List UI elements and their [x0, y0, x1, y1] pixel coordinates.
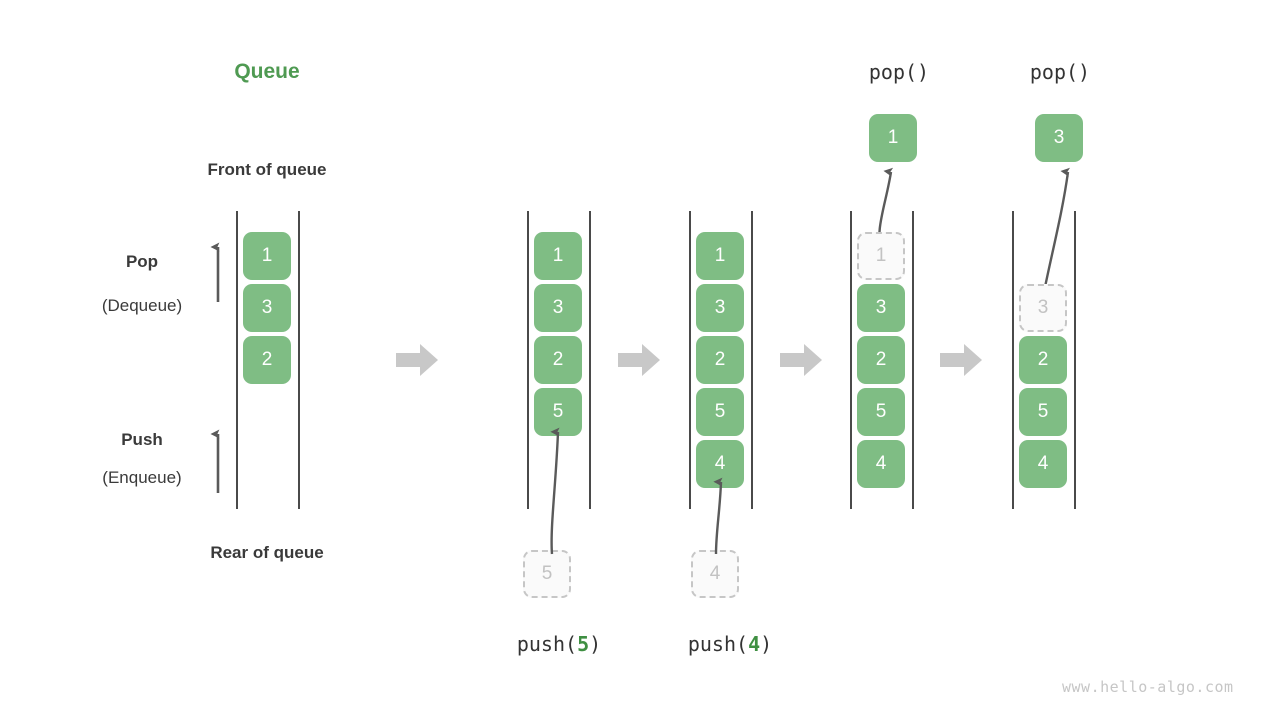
rail-left — [236, 211, 238, 509]
rail-right — [1074, 211, 1076, 509]
queue-item: 5 — [534, 388, 582, 436]
step-arrow-2 — [618, 344, 660, 376]
pop-direction-arrow — [210, 242, 220, 302]
caption-arg: 5 — [577, 632, 590, 656]
queue-item: 3 — [696, 284, 744, 332]
queue-item: 2 — [857, 336, 905, 384]
step-header-pop-3: pop() — [1029, 60, 1091, 84]
queue-item: 4 — [857, 440, 905, 488]
queue-item-removed: 3 — [1019, 284, 1067, 332]
rail-left — [1012, 211, 1014, 509]
queue-item: 2 — [243, 336, 291, 384]
step-caption-push-5: push(5) — [459, 632, 659, 656]
front-of-queue-label: Front of queue — [207, 160, 327, 179]
popped-element: 3 — [1035, 114, 1083, 162]
rail-right — [751, 211, 753, 509]
queue-item: 4 — [1019, 440, 1067, 488]
popped-element: 1 — [869, 114, 917, 162]
caption-arg: 4 — [748, 632, 761, 656]
queue-item: 3 — [243, 284, 291, 332]
queue-item: 3 — [534, 284, 582, 332]
push-label: Push — [121, 430, 163, 449]
push-flow-arrow — [713, 477, 723, 555]
rail-right — [589, 211, 591, 509]
queue-item: 2 — [1019, 336, 1067, 384]
incoming-element: 4 — [691, 550, 739, 598]
step-caption-push-4: push(4) — [630, 632, 830, 656]
step-arrow-4 — [940, 344, 982, 376]
rail-left — [689, 211, 691, 509]
queue-item: 1 — [243, 232, 291, 280]
step-arrow-3 — [780, 344, 822, 376]
queue-item: 5 — [857, 388, 905, 436]
push-sublabel: (Enqueue) — [102, 468, 182, 487]
incoming-element: 5 — [523, 550, 571, 598]
rail-right — [912, 211, 914, 509]
caption-prefix: push( — [516, 632, 578, 656]
queue-item: 5 — [1019, 388, 1067, 436]
step-arrow-1 — [396, 344, 438, 376]
rail-right — [298, 211, 300, 509]
caption-suffix: ) — [589, 632, 602, 656]
queue-item: 5 — [696, 388, 744, 436]
queue-item-removed: 1 — [857, 232, 905, 280]
step-header-pop-1: pop() — [868, 60, 930, 84]
rail-left — [850, 211, 852, 509]
push-flow-arrow — [550, 427, 560, 555]
rail-left — [527, 211, 529, 509]
queue-item: 2 — [696, 336, 744, 384]
page-title: Queue — [234, 60, 300, 83]
watermark: www.hello-algo.com — [1062, 678, 1234, 696]
rear-of-queue-label: Rear of queue — [210, 543, 324, 562]
queue-item: 3 — [857, 284, 905, 332]
queue-item: 1 — [534, 232, 582, 280]
queue-item: 1 — [696, 232, 744, 280]
queue-item: 2 — [534, 336, 582, 384]
pop-label: Pop — [125, 252, 159, 271]
pop-sublabel: (Dequeue) — [101, 296, 183, 315]
caption-prefix: push( — [687, 632, 749, 656]
caption-suffix: ) — [760, 632, 773, 656]
push-direction-arrow — [210, 429, 220, 493]
